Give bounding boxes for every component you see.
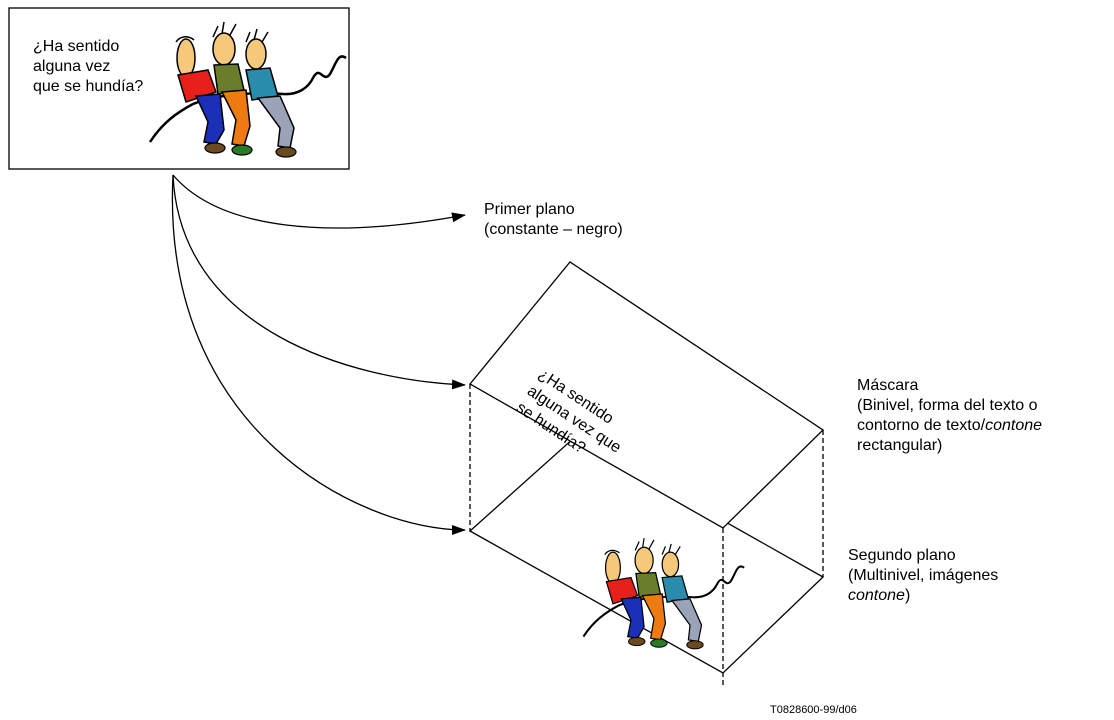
- background-description-text: ): [904, 587, 911, 604]
- source-image-frame: [8, 7, 350, 170]
- source-image-text: ¿Ha sentido alguna vez que se hundía?: [33, 37, 143, 97]
- figure-id: T0828600-99/d06: [770, 704, 857, 716]
- mask-description-text: contorno de texto/: [857, 417, 986, 434]
- source-text-line: alguna vez: [33, 58, 111, 75]
- arrow-to-mask: [172, 174, 466, 390]
- background-description-line: (Multinivel, imágenes: [848, 567, 999, 584]
- arrow-to-background: [171, 174, 466, 535]
- background-description-line: contone): [848, 586, 998, 606]
- foreground-label: Primer plano (constante – negro): [484, 200, 623, 240]
- source-text-line: que se hundía?: [33, 78, 144, 95]
- arrow-to-foreground: [172, 174, 466, 229]
- background-title: Segundo plano: [848, 547, 956, 564]
- mask-description-line: rectangular): [857, 437, 943, 454]
- source-text-line: ¿Ha sentido: [33, 38, 120, 55]
- mask-plane: [469, 261, 825, 529]
- background-description-italic: contone: [848, 587, 905, 604]
- background-label: Segundo plano (Multinivel, imágenes cont…: [848, 546, 998, 606]
- mask-description-line: contorno de texto/contone: [857, 416, 1042, 436]
- mask-description-line: (Binivel, forma del texto o: [857, 397, 1038, 414]
- mask-description-italic: contone: [985, 417, 1043, 434]
- foreground-description: (constante – negro): [484, 221, 623, 238]
- foreground-title: Primer plano: [484, 201, 575, 218]
- mask-title: Máscara: [857, 377, 919, 394]
- mask-label: Máscara (Binivel, forma del texto o cont…: [857, 376, 1042, 456]
